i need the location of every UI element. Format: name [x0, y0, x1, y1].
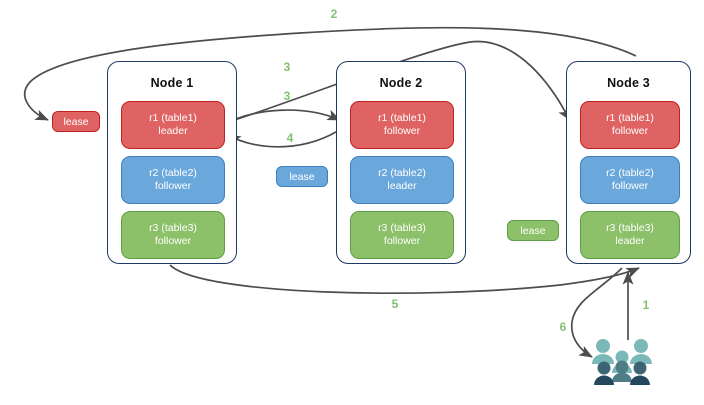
edge-label-5: 5 [391, 297, 399, 311]
replica-node1-r2[interactable]: r2 (table2) follower [121, 156, 225, 204]
replica-role: follower [154, 235, 192, 247]
lease-chip-red[interactable]: lease [52, 111, 100, 132]
replica-name: r1 (table1) [149, 112, 197, 124]
lease-label: lease [520, 224, 546, 237]
lease-label: lease [63, 115, 89, 128]
edge-5 [169, 264, 640, 295]
replica-name: r3 (table3) [606, 222, 654, 234]
replica-role: follower [383, 125, 421, 137]
replica-node2-r3[interactable]: r3 (table3) follower [350, 211, 454, 259]
replica-node3-r3[interactable]: r3 (table3) leader [580, 211, 680, 259]
replica-role: follower [611, 125, 649, 137]
replica-role: follower [154, 180, 192, 192]
replica-node1-r3[interactable]: r3 (table3) follower [121, 211, 225, 259]
edge-3-long [221, 40, 571, 125]
node-title: Node 3 [607, 76, 650, 90]
users-icon [592, 339, 652, 385]
edge-label-2: 2 [330, 7, 338, 21]
edge-label-3a: 3 [283, 60, 291, 74]
edge-label-6: 6 [559, 320, 567, 334]
lease-chip-blue[interactable]: lease [276, 166, 328, 187]
replica-role: leader [615, 235, 645, 247]
replica-name: r3 (table3) [149, 222, 197, 234]
replica-name: r2 (table2) [606, 167, 654, 179]
lease-label: lease [289, 170, 315, 183]
node-title: Node 1 [150, 76, 194, 90]
edge-label-4: 4 [286, 131, 294, 145]
replica-node3-r1[interactable]: r1 (table1) follower [580, 101, 680, 149]
replica-name: r2 (table2) [149, 167, 197, 179]
replica-role: leader [158, 125, 188, 137]
replica-node2-r2[interactable]: r2 (table2) leader [350, 156, 454, 204]
replica-node2-r1[interactable]: r1 (table1) follower [350, 101, 454, 149]
node-title: Node 2 [379, 76, 423, 90]
edge-2 [23, 26, 637, 121]
replica-role: follower [383, 235, 421, 247]
replica-role: leader [387, 180, 417, 192]
node-box-1[interactable]: Node 1 r1 (table1) leader r2 (table2) fo… [107, 61, 237, 264]
replica-name: r3 (table3) [378, 222, 426, 234]
edge-6 [570, 267, 623, 358]
edge-label-3b: 3 [283, 89, 291, 103]
edge-label-1: 1 [642, 298, 650, 312]
node-box-3[interactable]: Node 3 r1 (table1) follower r2 (table2) … [566, 61, 691, 264]
replica-node1-r1[interactable]: r1 (table1) leader [121, 101, 225, 149]
lease-chip-green[interactable]: lease [507, 220, 559, 241]
node-box-2[interactable]: Node 2 r1 (table1) follower r2 (table2) … [336, 61, 466, 264]
replica-role: follower [611, 180, 649, 192]
replica-node3-r2[interactable]: r2 (table2) follower [580, 156, 680, 204]
replica-name: r2 (table2) [378, 167, 426, 179]
replica-name: r1 (table1) [606, 112, 654, 124]
edge-4 [227, 125, 346, 148]
edge-3-short [220, 109, 341, 127]
replica-name: r1 (table1) [378, 112, 426, 124]
